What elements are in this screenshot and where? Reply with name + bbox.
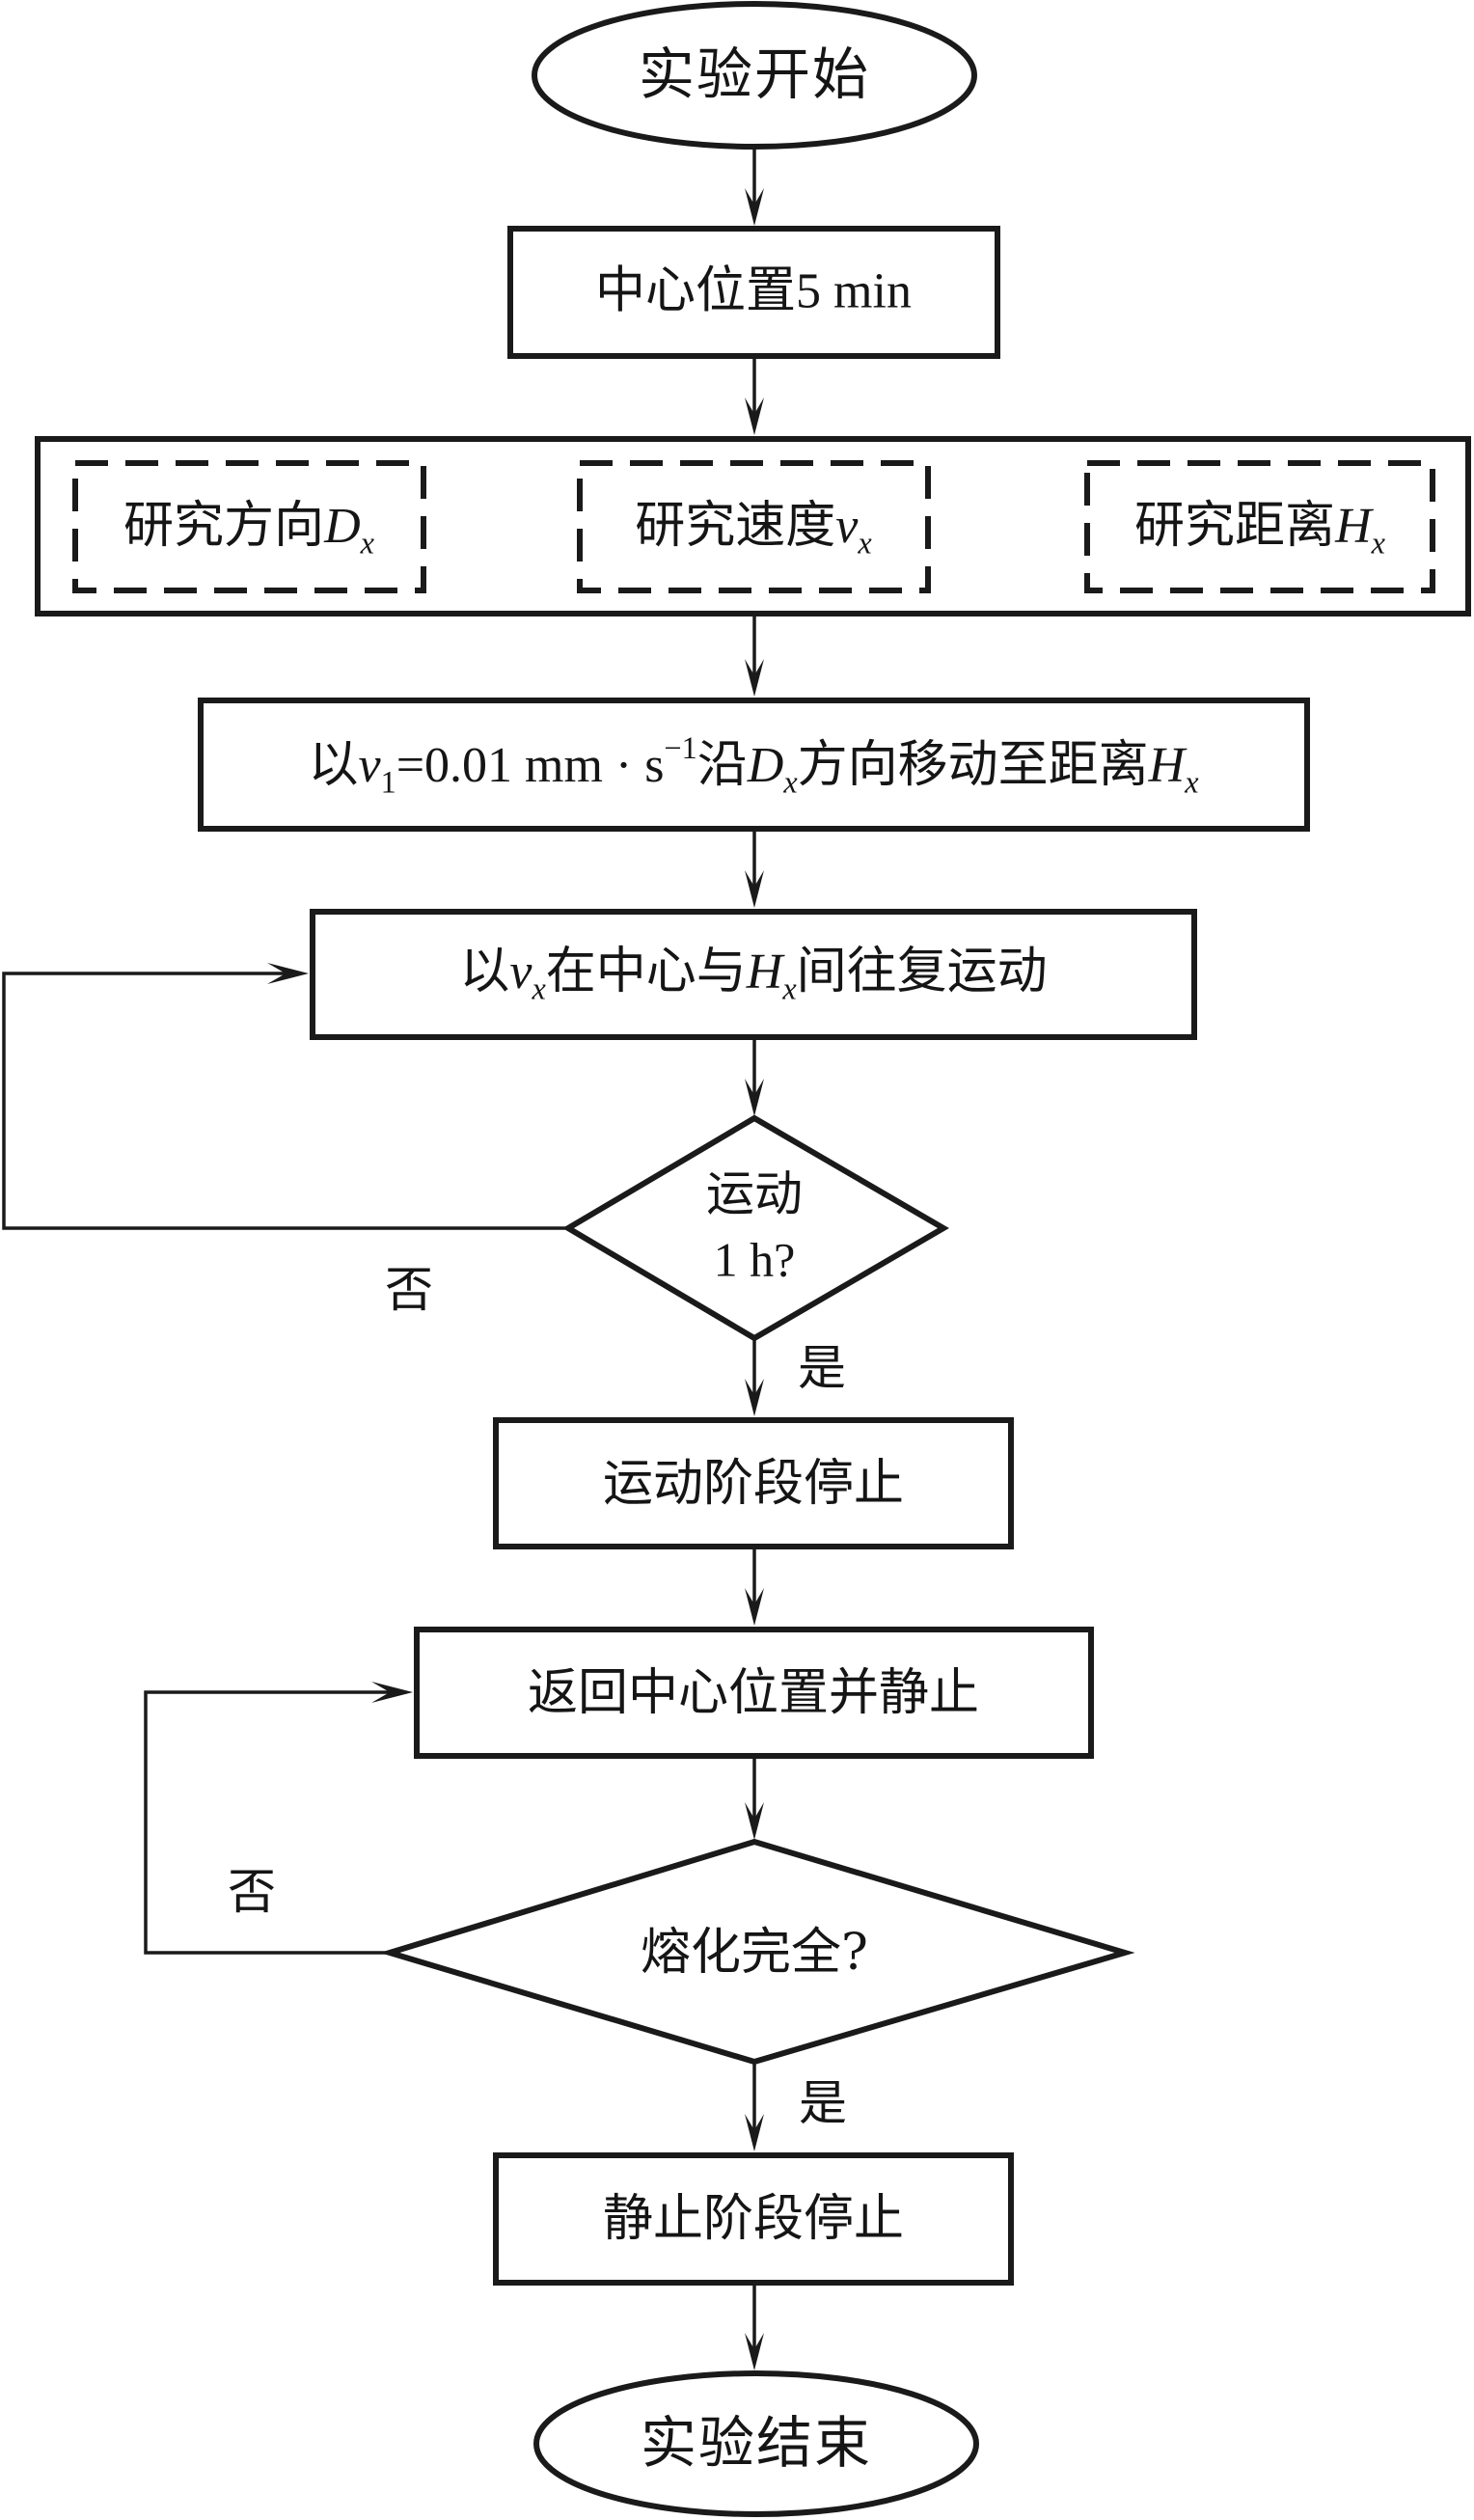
study-direction-text: 研究方向 [123,497,325,556]
move-step-sub: 1 [380,764,396,800]
reciprocate-var: v [509,945,532,1000]
center-hold-label: 中心位置5 min [595,260,912,321]
reciprocate-dist-var: H [746,945,783,1000]
start-label-text: 实验开始 [638,41,871,108]
arrow-study-group-to-move-step [745,616,764,697]
move-step-var: v [358,738,381,794]
decision-2-diamond [379,1838,1135,2066]
reciprocate-mid: 在中心与 [545,943,747,1001]
static-stop-label: 静止阶段停止 [602,2189,905,2248]
reciprocate-dist-sub: x [782,971,797,1006]
move-step-exponent: −1 [664,729,697,765]
study-direction-dashed-box [72,460,426,593]
center-hold-text: 中心位置 [595,261,797,320]
move-step-dist-var: H [1148,738,1186,794]
center-hold-duration: 5 min [796,263,912,319]
move-step-suffix: 方向移动至距离 [797,736,1149,795]
study-speed-label: 研究速度vx [635,496,871,562]
study-distance-dashed-box [1084,460,1435,593]
arrow-start-to-center-hold [745,150,764,226]
study-group-box [35,436,1471,616]
arrow-center-hold-to-study-group [745,359,764,435]
study-distance-var: H [1335,499,1372,555]
study-distance-text: 研究距离 [1134,497,1336,556]
decision-1-line-1: 运动 [706,1165,803,1222]
arrow-motion-stop-to-return-center [745,1549,764,1626]
decision-1-yes-label: 是 [798,1340,846,1396]
decision-1-no-label: 否 [385,1262,433,1318]
reciprocate-label: 以vx在中心与Hx间往复运动 [459,942,1047,1007]
static-stop-box [493,2152,1014,2286]
study-speed-text: 研究速度 [635,497,836,556]
move-step-value: =0.01 mm · s [396,738,665,794]
return-center-box [414,1627,1094,1759]
move-step-dir-var: D [747,738,784,794]
move-step-label: 以v1=0.01 mm · s−1沿Dx方向移动至距离Hx [308,729,1198,801]
loop-1-no-connector [2,963,566,1230]
move-step-box [198,698,1310,832]
study-direction-label: 研究方向Dx [123,496,374,562]
decision-1-line-2: 1 h? [713,1232,796,1286]
reciprocate-sub: x [532,971,546,1006]
study-speed-var: v [835,499,859,555]
study-direction-var: D [324,499,361,555]
start-label: 实验开始 [639,41,870,109]
decision-2-label: 熔化完全? [641,1923,868,1982]
arrow-return-center-to-decision-2 [745,1759,764,1840]
study-speed-sub: x [858,525,872,561]
decision-2-no-label: 否 [228,1864,276,1920]
end-label-text: 实验结束 [640,2410,873,2477]
arrow-move-step-to-reciprocate [745,832,764,908]
arrow-static-stop-to-end [745,2286,764,2370]
move-step-prefix: 以 [308,736,359,795]
motion-stop-box [493,1417,1014,1549]
center-hold-box [507,226,1000,359]
decision-1-label: 运动 1 h? [706,1163,803,1293]
arrow-decision-2-to-static-stop [745,2063,764,2151]
loop-2-no-connector [144,1682,413,1955]
motion-stop-label: 运动阶段停止 [602,1454,905,1513]
reciprocate-prefix: 以 [459,943,510,1001]
study-speed-dashed-box [577,460,931,593]
reciprocate-box [310,909,1197,1040]
study-distance-label: 研究距离Hx [1134,496,1385,562]
move-step-mid: 沿 [696,736,748,795]
arrow-reciprocate-to-decision-1 [745,1040,764,1116]
end-terminal [533,2370,979,2517]
return-center-label: 返回中心位置并静止 [527,1663,980,1722]
move-step-dir-sub: x [783,764,798,800]
arrow-decision-1-to-motion-stop [745,1339,764,1416]
end-label: 实验结束 [641,2410,872,2478]
start-terminal [532,1,977,150]
reciprocate-suffix: 间往复运动 [796,943,1048,1001]
decision-2-yes-label: 是 [799,2075,847,2131]
decision-1-diamond [562,1114,949,1342]
study-distance-sub: x [1371,525,1385,561]
move-step-dist-sub: x [1185,764,1199,800]
study-direction-sub: x [360,525,374,561]
